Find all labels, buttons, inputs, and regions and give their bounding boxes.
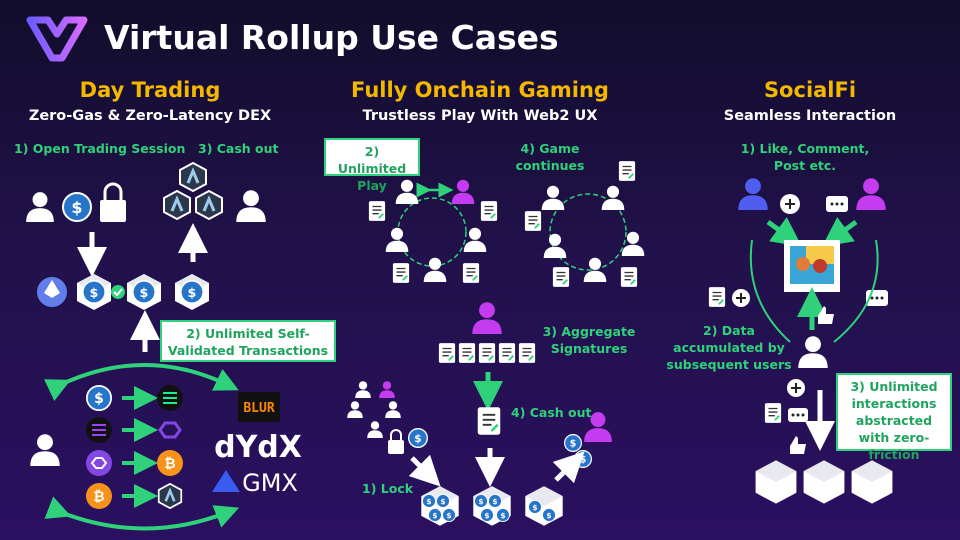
user-icon <box>584 412 612 442</box>
page-title: Virtual Rollup Use Cases <box>104 18 559 57</box>
player-user-icon <box>379 381 395 398</box>
svg-text:₿: ₿ <box>93 489 104 505</box>
blur-logo <box>238 392 280 422</box>
player-user-icon <box>395 179 419 204</box>
signature-doc-icon <box>618 160 636 182</box>
socialfi-subheading: Seamless Interaction <box>723 108 897 124</box>
gaming-subheading: Trustless Play With Web2 UX <box>362 108 598 124</box>
social-step1-label: 1) Like, Comment, Post etc. <box>740 141 870 173</box>
arbitrum-icon <box>194 190 224 220</box>
player-user-icon <box>347 401 363 418</box>
player-user-icon <box>451 179 475 204</box>
user-icon <box>30 434 60 466</box>
post-doc-icon <box>708 286 726 308</box>
gaming-lock-label: 1) Lock <box>362 481 414 496</box>
lock-icon <box>100 182 126 222</box>
signature-doc-icon <box>462 262 480 284</box>
trading-heading: Day Trading <box>79 78 221 102</box>
signature-doc-icon <box>368 200 386 222</box>
signature-doc-icon <box>478 342 496 364</box>
usdc-icon <box>62 192 92 222</box>
signature-doc-icon <box>620 266 638 288</box>
comment-icon <box>826 196 848 212</box>
user-purple-icon <box>856 178 886 210</box>
player-user-icon <box>541 185 565 210</box>
bitcoin-icon: ₿ <box>157 450 183 476</box>
aggregator-user-icon <box>472 302 502 334</box>
signature-doc-icon <box>458 342 476 364</box>
signature-doc-icon <box>438 342 456 364</box>
player-user-icon <box>543 233 567 258</box>
usdc-icon <box>574 450 592 468</box>
user-blue-icon <box>738 178 768 210</box>
solana-icon <box>157 385 183 411</box>
player-user-icon <box>423 257 447 282</box>
player-user-icon <box>367 421 383 438</box>
arbitrum-icon <box>162 190 192 220</box>
player-user-icon <box>463 227 487 252</box>
gaming-step3-label: 3) Aggregate Signatures <box>542 324 636 356</box>
usdc-icon <box>180 280 204 304</box>
trading-step1-label: 1) Open Trading Session <box>14 141 186 156</box>
comment-icon <box>788 408 808 422</box>
user-icon <box>236 190 266 222</box>
gmx-logo: GMX <box>242 469 298 497</box>
virtual-logo-icon <box>26 16 88 62</box>
usdc-icon <box>564 434 582 452</box>
lock-icon <box>388 429 404 454</box>
player-user-icon <box>355 381 371 398</box>
aggregated-signature-icon <box>476 406 502 436</box>
ethereum-icon <box>37 277 67 307</box>
thumbs-up-icon <box>818 306 834 324</box>
thumbs-up-icon <box>790 436 806 454</box>
block-icon <box>851 460 893 504</box>
signature-doc-icon <box>524 210 542 232</box>
arrow-icon <box>408 454 441 487</box>
post-doc-icon <box>764 402 782 424</box>
curved-arrow-icon <box>44 363 239 401</box>
block-icon <box>755 460 797 504</box>
blur-logo-text: BLUR <box>243 401 274 416</box>
polygon-icon <box>158 421 182 439</box>
gaming-step4-label: 4) Game continues <box>515 141 585 173</box>
trading-step2-box: 2) Unlimited Self-Validated Transactions <box>160 320 336 362</box>
social-step2-label: 2) Data accumulated by subsequent users <box>666 323 792 372</box>
user-icon <box>798 336 828 368</box>
post-image <box>784 240 840 292</box>
gaming-cashout-label: 4) Cash out <box>511 405 592 420</box>
signature-doc-icon <box>498 342 516 364</box>
player-user-icon <box>385 227 409 252</box>
socialfi-heading: SocialFi <box>763 78 857 102</box>
usdc-icon <box>408 428 428 448</box>
gmx-icon <box>212 470 240 492</box>
signature-doc-icon <box>480 200 498 222</box>
block-icon <box>803 460 845 504</box>
check-icon <box>111 285 125 299</box>
arrow-icon <box>552 451 585 484</box>
usdc-icon <box>82 280 106 304</box>
gaming-step2-box: 2) Unlimited Play <box>324 138 420 193</box>
usdc-icon <box>86 385 112 411</box>
trading-subheading: Zero-Gas & Zero-Latency DEX <box>28 108 272 124</box>
signature-doc-icon <box>518 342 536 364</box>
bitcoin-icon: ₿ <box>86 483 112 509</box>
curved-arrow-icon <box>44 496 240 531</box>
player-user-icon <box>385 401 401 418</box>
svg-text:₿: ₿ <box>164 456 175 472</box>
gaming-heading: Fully Onchain Gaming <box>351 78 609 102</box>
solana-icon <box>86 417 112 443</box>
trader-user-icon <box>26 192 54 222</box>
trading-step3-label: 3) Cash out <box>198 141 279 156</box>
polygon-icon <box>86 450 112 476</box>
arbitrum-icon <box>178 162 208 192</box>
social-step3-box: 3) Unlimited interactions abstracted wit… <box>836 373 952 462</box>
dydx-logo: dYdX <box>214 430 302 465</box>
usdc-icon <box>132 280 156 304</box>
signature-doc-icon <box>392 262 410 284</box>
signature-doc-icon <box>552 266 570 288</box>
arbitrum-icon <box>157 483 183 509</box>
